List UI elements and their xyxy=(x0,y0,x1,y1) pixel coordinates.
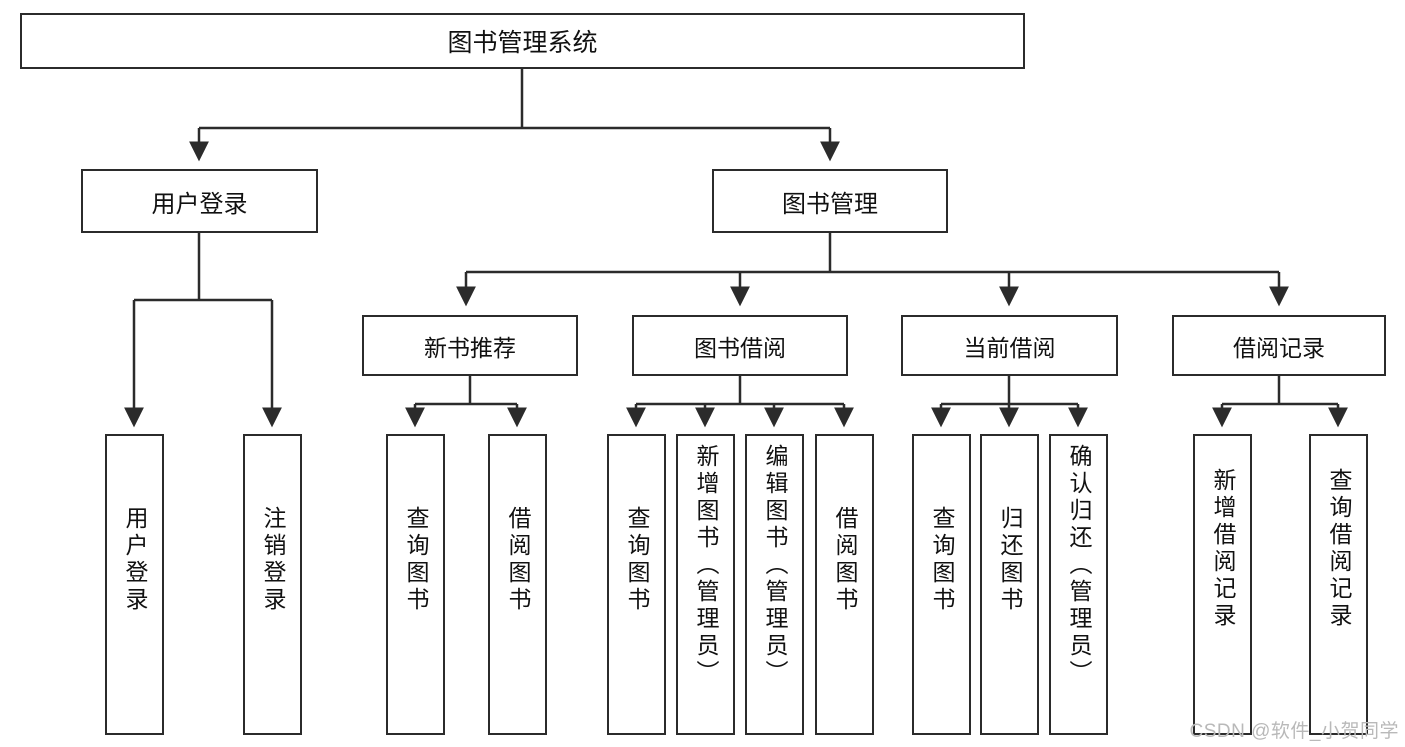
node-current-borrow[interactable]: 当前借阅 xyxy=(901,315,1118,376)
leaf-label: 借阅图书 xyxy=(505,506,531,614)
leaf-recommend-borrow-book[interactable]: 借阅图书 xyxy=(488,434,547,735)
leaf-current-query-book[interactable]: 查询图书 xyxy=(912,434,971,735)
leaf-recommend-query-book[interactable]: 查询图书 xyxy=(386,434,445,735)
node-label: 新书推荐 xyxy=(424,334,516,361)
node-book-borrow[interactable]: 图书借阅 xyxy=(632,315,848,376)
leaf-label: 借阅图书 xyxy=(832,506,858,614)
node-label: 图书管理系统 xyxy=(447,29,598,57)
node-user-login[interactable]: 用户登录 xyxy=(81,169,318,233)
node-borrow-record[interactable]: 借阅记录 xyxy=(1172,315,1386,376)
leaf-label: 新增借阅记录 xyxy=(1210,468,1236,630)
leaf-user-login-login[interactable]: 用户登录 xyxy=(105,434,164,735)
leaf-record-add-record[interactable]: 新增借阅记录 xyxy=(1193,434,1252,735)
leaf-record-query-record[interactable]: 查询借阅记录 xyxy=(1309,434,1368,735)
leaf-label: 编辑图书（管理员） xyxy=(762,444,788,687)
leaf-borrow-borrow-book[interactable]: 借阅图书 xyxy=(815,434,874,735)
node-new-book-recommend[interactable]: 新书推荐 xyxy=(362,315,578,376)
leaf-label: 注销登录 xyxy=(260,506,286,614)
leaf-label: 新增图书（管理员） xyxy=(693,444,719,687)
node-label: 借阅记录 xyxy=(1233,334,1325,361)
leaf-label: 查询图书 xyxy=(403,506,429,614)
leaf-label: 查询借阅记录 xyxy=(1326,468,1352,630)
leaf-borrow-query-book[interactable]: 查询图书 xyxy=(607,434,666,735)
node-label: 当前借阅 xyxy=(963,334,1056,361)
leaf-label: 查询图书 xyxy=(624,506,650,614)
leaf-label: 用户登录 xyxy=(122,506,148,614)
watermark-text: CSDN @软件_小贺同学 xyxy=(1189,721,1399,742)
node-root-system[interactable]: 图书管理系统 xyxy=(20,13,1025,69)
leaf-label: 归还图书 xyxy=(997,506,1023,614)
leaf-user-login-logout[interactable]: 注销登录 xyxy=(243,434,302,735)
node-label: 图书管理 xyxy=(782,190,878,218)
leaf-borrow-edit-book-admin[interactable]: 编辑图书（管理员） xyxy=(745,434,804,735)
node-book-management[interactable]: 图书管理 xyxy=(712,169,948,233)
leaf-current-return-book[interactable]: 归还图书 xyxy=(980,434,1039,735)
leaf-borrow-add-book-admin[interactable]: 新增图书（管理员） xyxy=(676,434,735,735)
node-label: 用户登录 xyxy=(151,190,248,218)
leaf-current-confirm-return-admin[interactable]: 确认归还（管理员） xyxy=(1049,434,1108,735)
leaf-label: 查询图书 xyxy=(929,506,955,614)
leaf-label: 确认归还（管理员） xyxy=(1066,444,1092,687)
node-label: 图书借阅 xyxy=(694,334,786,361)
